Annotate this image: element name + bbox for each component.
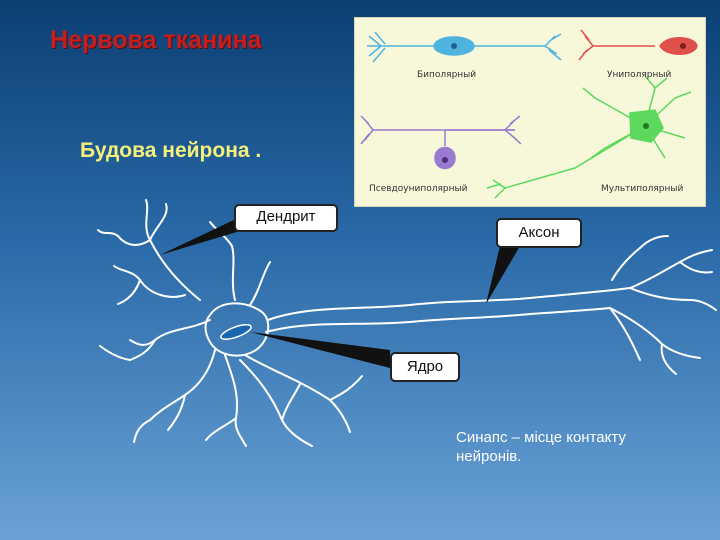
synapse-note: Синапс – місце контакту нейронів. <box>456 429 626 465</box>
nucleus-shape <box>220 324 252 340</box>
neuron-types-panel: Биполярный Униполярный Псевдоуниполярный… <box>354 17 706 207</box>
pseudounipolar-label: Псевдоуниполярный <box>369 184 468 194</box>
page-title: Нервова тканина <box>50 26 262 54</box>
axon-callout: Аксон <box>496 218 582 248</box>
bipolar-label: Биполярный <box>417 70 477 80</box>
nucleus-callout: Ядро <box>390 352 460 382</box>
page-subtitle: Будова нейрона . <box>80 139 262 162</box>
dendrite-pointer <box>160 218 250 255</box>
dendrite-callout: Дендрит <box>234 204 338 232</box>
bipolar-neuron-icon <box>367 31 562 63</box>
nucleus-pointer <box>250 332 390 368</box>
unipolar-label: Униполярный <box>607 70 672 80</box>
pseudounipolar-neuron-icon <box>360 115 522 170</box>
multipolar-label: Мультиполярный <box>601 184 684 194</box>
unipolar-neuron-icon <box>578 29 698 61</box>
multipolar-neuron-icon <box>486 75 692 199</box>
neuron-outline <box>97 199 717 447</box>
neuron-types-illustration <box>360 29 698 199</box>
axon-pointer <box>486 246 520 304</box>
